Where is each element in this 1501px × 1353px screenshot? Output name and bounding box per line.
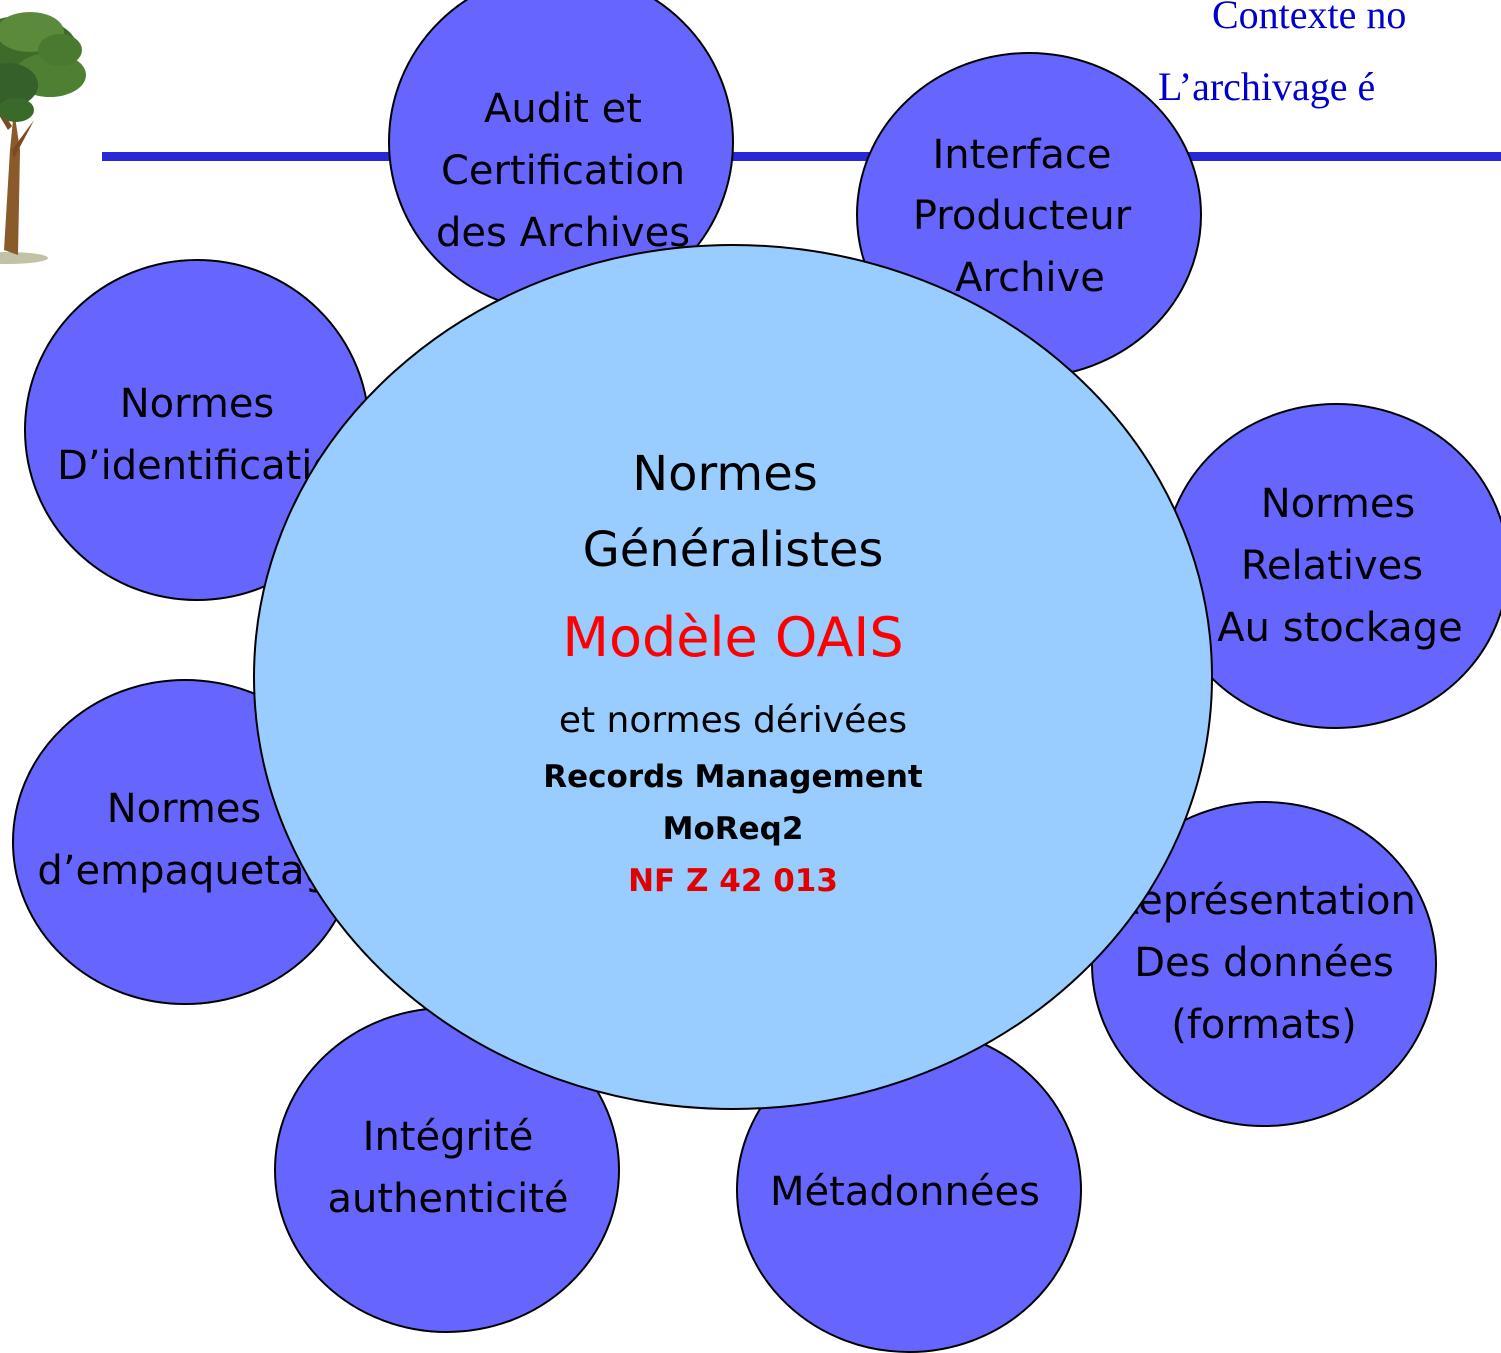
satellite-stockage-line3: Au stockage [1217, 605, 1462, 651]
satellite-identification-line2: D’identificatio [57, 443, 337, 489]
center-line2: Généralistes [583, 522, 884, 578]
center-line1: Normes [632, 446, 817, 502]
center-bold2: MoReq2 [663, 811, 804, 847]
center-bold1: Records Management [543, 759, 923, 795]
satellite-representation-line3: (formats) [1171, 1002, 1357, 1048]
satellite-audit-line2: Certification [441, 148, 685, 194]
slide-title-line1: Contexte no [1212, 0, 1406, 37]
satellite-stockage-line2: Relatives [1241, 543, 1423, 589]
satellite-metadonnees-line1: Métadonnées [770, 1169, 1040, 1215]
center-line4: et normes dérivées [559, 700, 907, 741]
satellite-integrite: Intégrité authenticité [274, 1007, 620, 1333]
satellite-audit-line3: des Archives [436, 210, 690, 256]
satellite-audit: Audit et Certification des Archives [388, 0, 734, 313]
satellite-identification-line1: Normes [120, 381, 275, 427]
center-bold-red: NF Z 42 013 [628, 863, 838, 899]
satellite-identification: Normes D’identificatio [24, 259, 370, 601]
satellite-representation: Représentation Des données (formats) [1091, 801, 1437, 1127]
satellite-stockage: Normes Relatives Au stockage [1163, 403, 1501, 729]
center-highlight: Modèle OAIS [562, 606, 903, 669]
central-circle: Normes Généralistes Modèle OAIS et norme… [253, 244, 1213, 1110]
satellite-empaquetage-line1: Normes [107, 786, 262, 832]
satellite-representation-line1: Représentation [1112, 878, 1416, 924]
satellite-interface-line2: Producteur [913, 193, 1132, 239]
satellite-interface-line1: Interface [932, 132, 1111, 178]
satellite-stockage-line1: Normes [1261, 481, 1416, 527]
satellite-interface-line3: Archive [955, 255, 1105, 301]
slide-title-line2: L’archivage é [1158, 64, 1375, 109]
satellite-audit-line1: Audit et [484, 86, 642, 132]
satellite-representation-line2: Des données [1134, 940, 1394, 986]
pine-tree-logo [0, 12, 86, 264]
satellite-integrite-line1: Intégrité [363, 1114, 534, 1160]
satellite-integrite-line2: authenticité [327, 1176, 568, 1222]
title-rule [102, 152, 1501, 161]
